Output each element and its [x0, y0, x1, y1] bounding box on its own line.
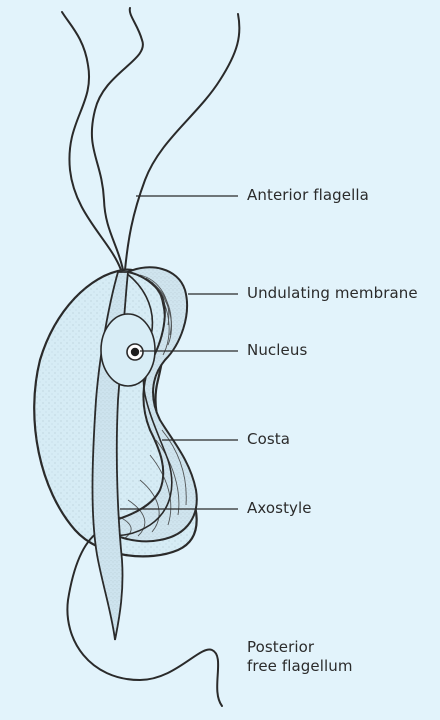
nucleus: [101, 314, 155, 386]
label-axostyle: Axostyle: [247, 499, 312, 518]
anterior-flagella: [62, 8, 239, 270]
label-anterior-flagella: Anterior flagella: [247, 186, 369, 205]
label-undulating-membrane: Undulating membrane: [247, 284, 418, 303]
posterior-free-flagellum: [67, 532, 222, 706]
label-costa: Costa: [247, 430, 290, 449]
label-posterior-free-flagellum: Posterior free flagellum: [247, 638, 353, 676]
label-nucleus: Nucleus: [247, 341, 307, 360]
